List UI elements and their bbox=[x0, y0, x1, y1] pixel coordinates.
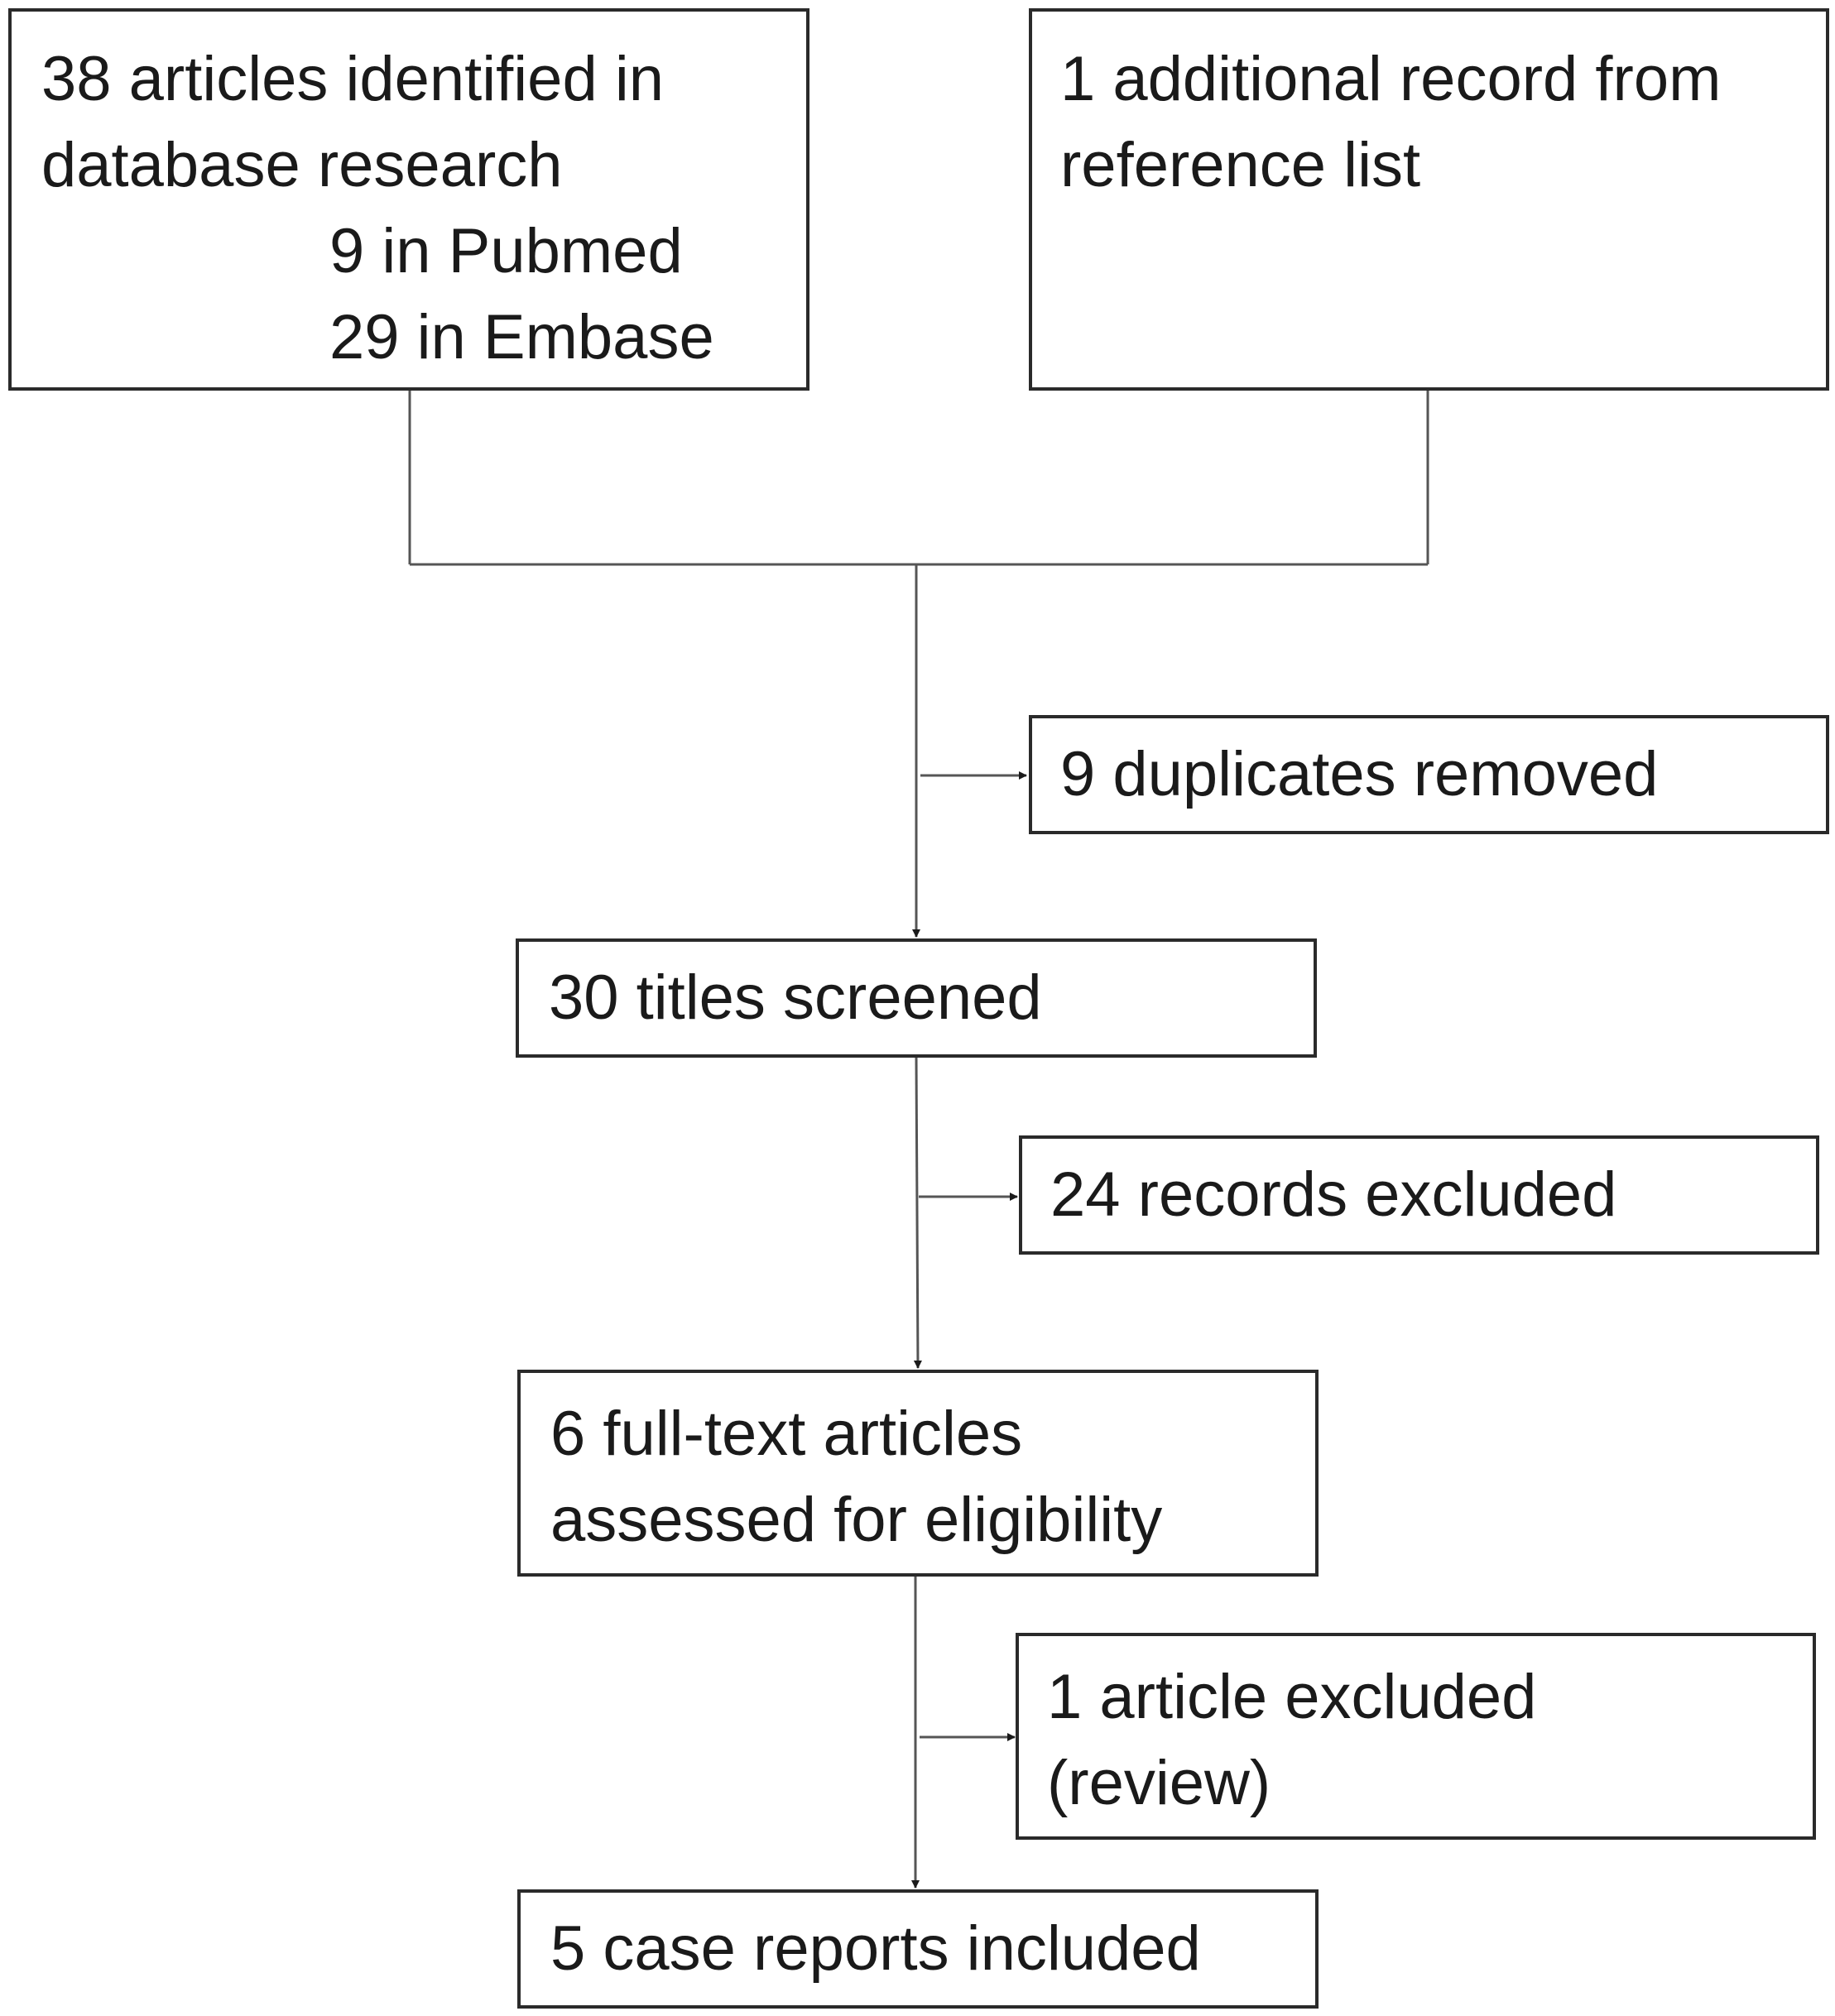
article-excluded-box: 1 article excluded (review) bbox=[1016, 1633, 1816, 1840]
article-excluded-line-2: (review) bbox=[1047, 1748, 1271, 1818]
embase-count-line: 29 in Embase bbox=[329, 302, 714, 372]
records-excluded-label: 24 records excluded bbox=[1050, 1159, 1617, 1230]
database-box-line-2: database research bbox=[41, 130, 563, 200]
titles-screened-box: 30 titles screened bbox=[516, 938, 1317, 1058]
pubmed-count-line: 9 in Pubmed bbox=[329, 216, 683, 286]
additional-box-line-1: 1 additional record from bbox=[1060, 44, 1722, 114]
duplicates-removed-box: 9 duplicates removed bbox=[1029, 715, 1829, 834]
full-text-line-1: 6 full-text articles bbox=[550, 1399, 1023, 1469]
duplicates-removed-label: 9 duplicates removed bbox=[1060, 739, 1659, 809]
case-reports-included-label: 5 case reports included bbox=[550, 1913, 1201, 1984]
article-excluded-line-1: 1 article excluded bbox=[1047, 1662, 1537, 1732]
records-excluded-box: 24 records excluded bbox=[1019, 1135, 1819, 1255]
full-text-assessed-box: 6 full-text articles assessed for eligib… bbox=[517, 1370, 1319, 1577]
additional-record-box: 1 additional record from reference list bbox=[1029, 8, 1829, 391]
database-box-line-1: 38 articles identified in bbox=[41, 44, 664, 114]
arrow-to-full-text bbox=[913, 1057, 922, 1369]
titles-screened-label: 30 titles screened bbox=[549, 962, 1042, 1033]
case-reports-included-box: 5 case reports included bbox=[517, 1889, 1319, 2009]
full-text-line-2: assessed for eligibility bbox=[550, 1485, 1163, 1555]
database-search-box: 38 articles identified in database resea… bbox=[8, 8, 809, 391]
additional-box-line-2: reference list bbox=[1060, 130, 1421, 200]
